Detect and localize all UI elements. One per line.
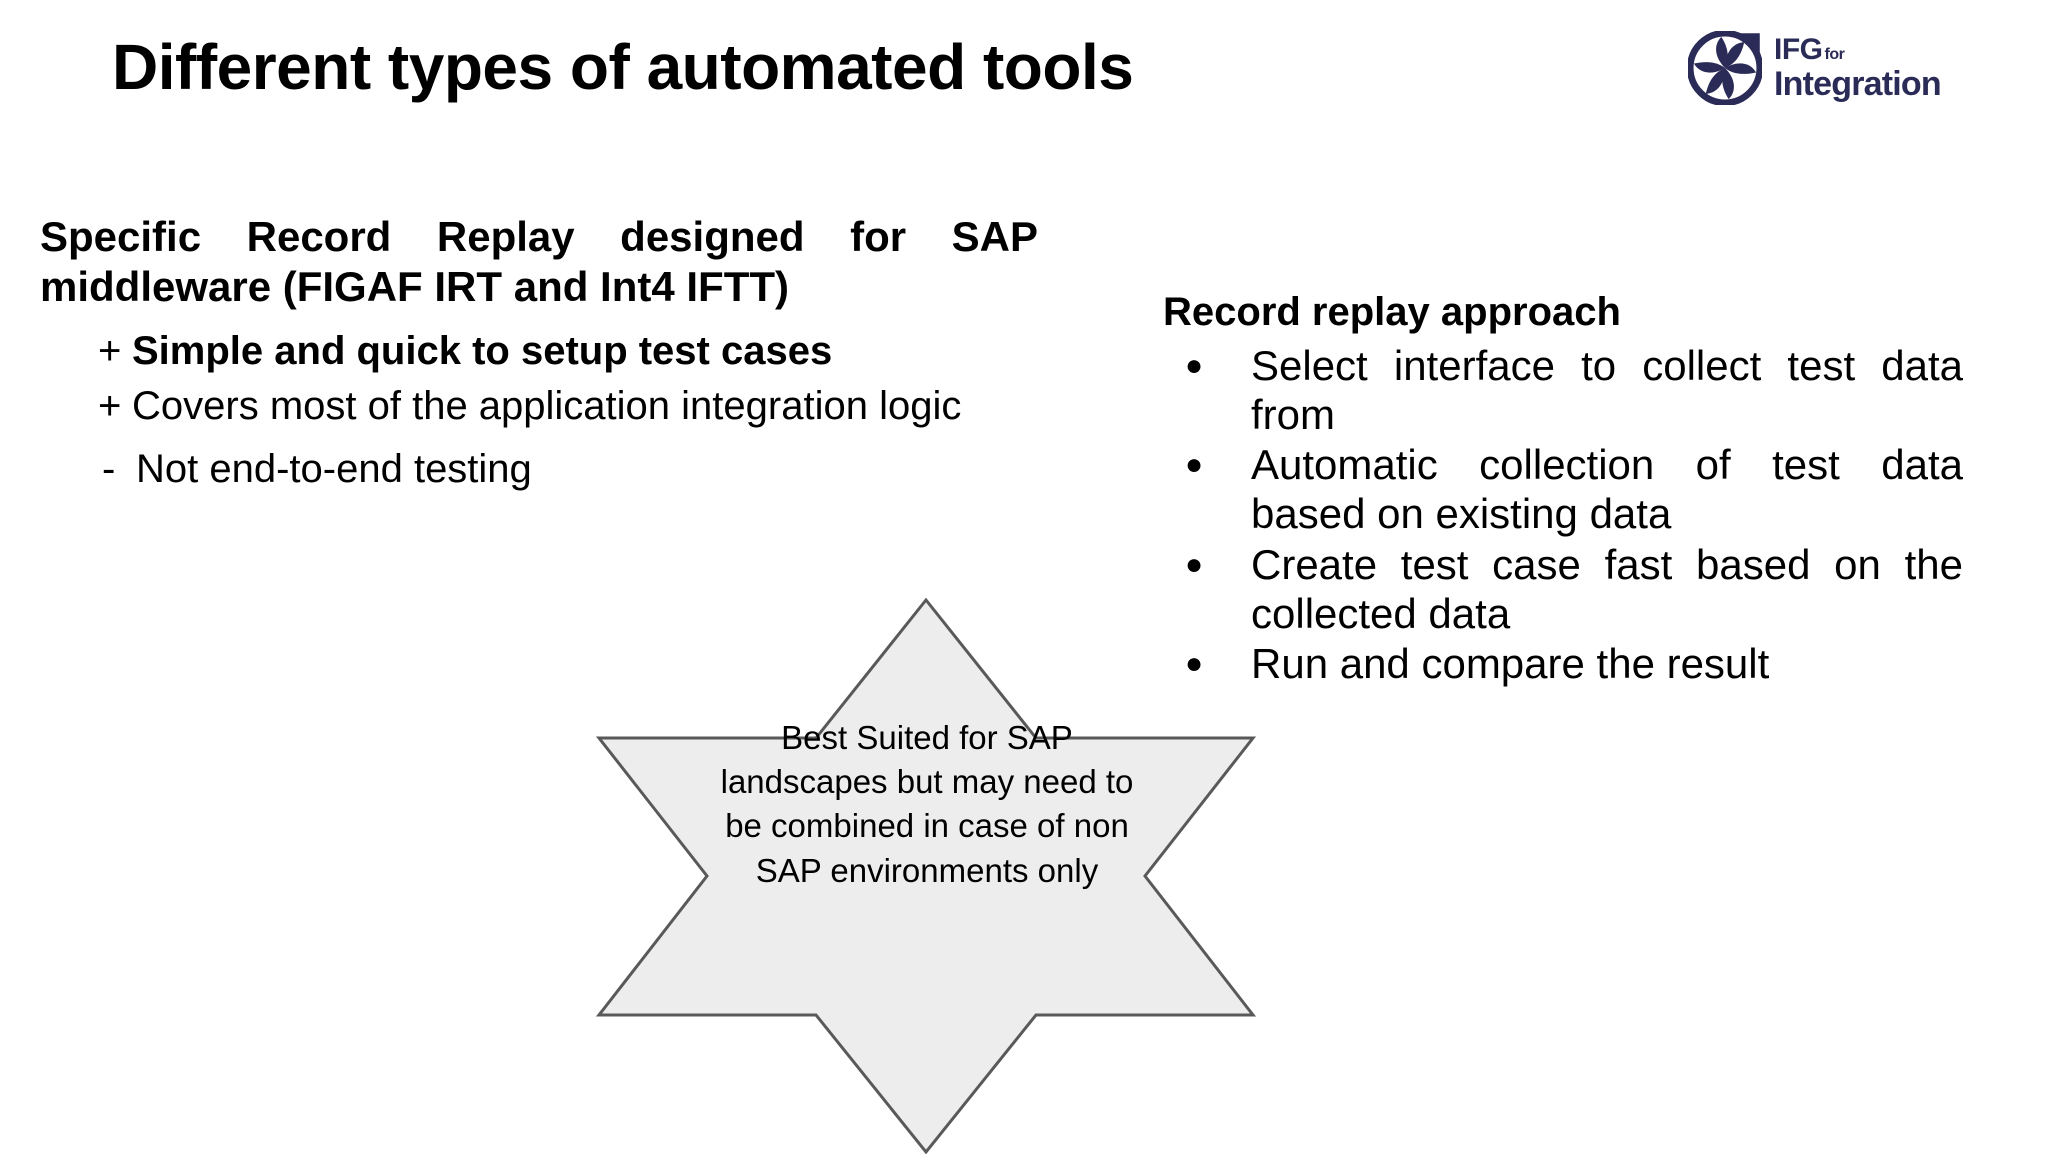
star-callout: Best Suited for SAP landscapes but may n… [595,596,1257,1154]
list-item-label: Covers most of the application integrati… [132,383,962,428]
bullet-dot-icon: ● [1185,349,1204,382]
list-item: ● Select interface to collect test data … [1163,342,1963,439]
plus-marker-icon: + [98,329,122,374]
minus-marker-icon: - [102,446,116,491]
bullet-dot-icon: ● [1185,448,1204,482]
list-item-label: Automatic collection of test data based … [1251,441,1963,538]
plus-marker-icon: + [98,383,122,428]
list-item-label: Run and compare the result [1251,640,1770,688]
list-item-label: Simple and quick to setup test cases [132,329,833,374]
bullet-dot-icon: ● [1185,647,1204,681]
logo-line1-text: IFG [1774,33,1823,66]
list-item: ● Create test case fast based on the col… [1163,541,1963,638]
list-item: - Not end-to-end testing [40,445,1038,494]
list-item: + Covers most of the application integra… [40,382,1038,431]
list-item: ● Automatic collection of test data base… [1163,441,1963,538]
list-item-label: Select interface to collect test data fr… [1251,342,1963,438]
list-item: ● Run and compare the result [1163,640,1963,689]
list-item-label: Create test case fast based on the colle… [1251,540,1963,637]
pros-cons-list: + Simple and quick to setup test cases +… [40,327,1038,493]
list-item-label: Not end-to-end testing [136,446,532,491]
logo-line2-text: Integration [1774,65,1942,103]
logo-for-text: for [1824,46,1845,63]
left-lead-paragraph: Specific Record Replay designed for SAP … [40,213,1038,310]
page-title: Different types of automated tools [112,31,1134,103]
aperture-icon [1686,29,1764,107]
left-content-column: Specific Record Replay designed for SAP … [40,212,1038,499]
bullet-dot-icon: ● [1185,547,1204,581]
list-item: + Simple and quick to setup test cases [40,327,1038,376]
record-replay-steps-list: ● Select interface to collect test data … [1163,342,1963,689]
right-column-heading: Record replay approach [1163,290,1621,334]
star-callout-text: Best Suited for SAP landscapes but may n… [720,719,1134,889]
right-content-column: Record replay approach ● Select interfac… [1163,288,1963,691]
